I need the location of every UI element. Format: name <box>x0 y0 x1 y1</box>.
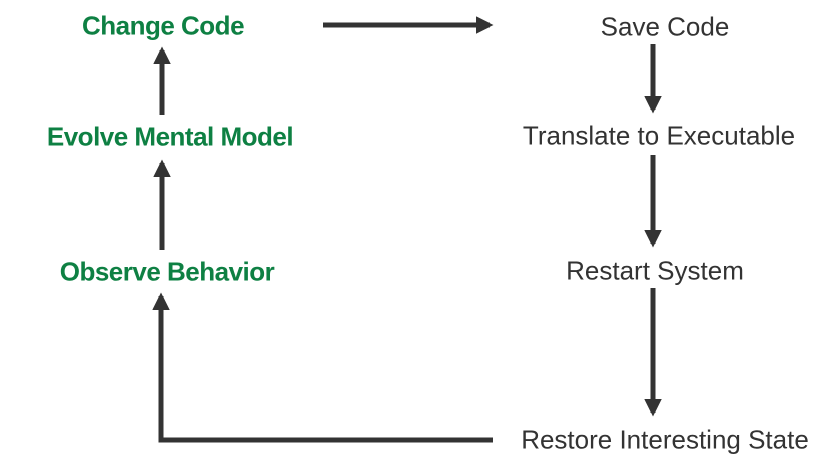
node-save-code: Save Code <box>600 11 730 42</box>
node-observe-behavior: Observe Behavior <box>59 256 275 287</box>
arrow-restore-interesting-state-to-observe-behavior <box>152 292 493 443</box>
node-restore-interesting-state: Restore Interesting State <box>521 424 809 455</box>
node-change-code: Change Code <box>81 10 245 41</box>
node-evolve-mental-model: Evolve Mental Model <box>46 121 294 152</box>
node-translate-to-executable: Translate to Executable <box>522 120 796 151</box>
node-restart-system: Restart System <box>566 255 744 286</box>
